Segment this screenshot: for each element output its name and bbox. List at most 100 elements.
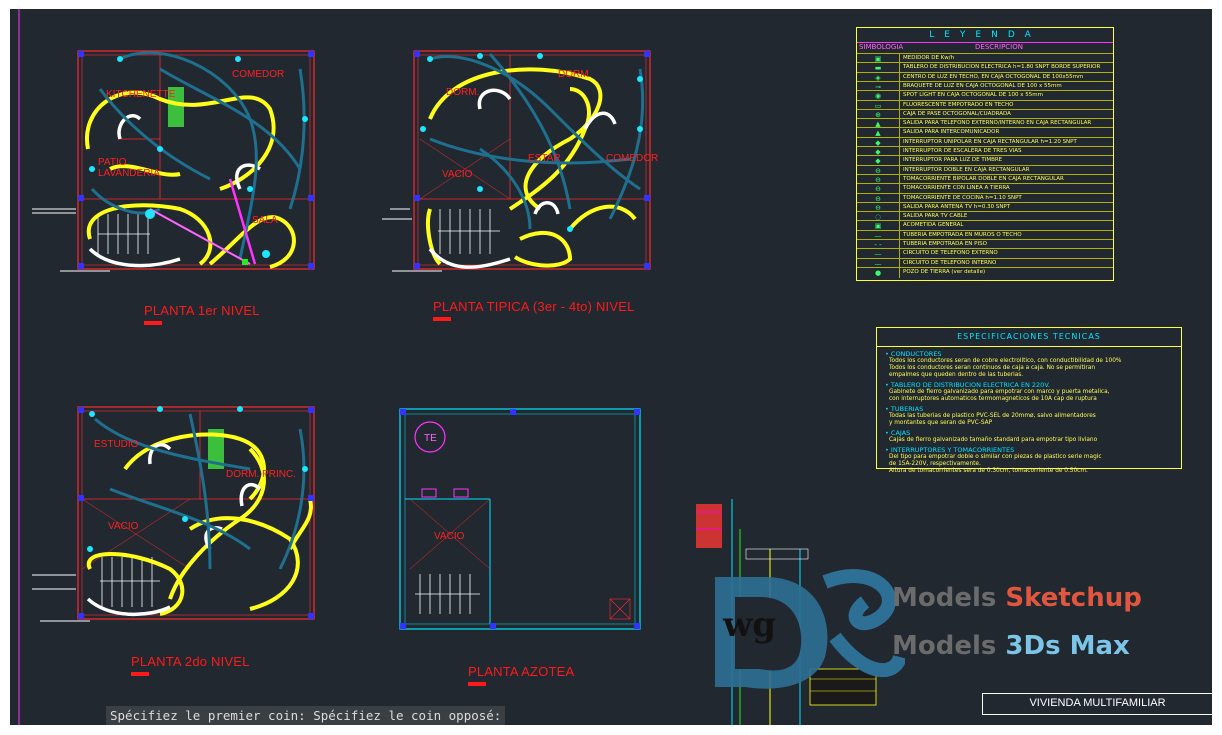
legend-row: ▲SALIDA PARA TELEFONO EXTERNO/INTERNO EN…	[857, 118, 1113, 130]
spec-text: Todos los conductores seran continuos de…	[889, 365, 1096, 371]
legend-symbol-icon: ⊖	[857, 174, 900, 185]
title-block: VIVIENDA MULTIFAMILIAR	[982, 693, 1212, 715]
spec-text: Altura de tomacorrientes sera de 0.30cm,…	[889, 468, 1088, 474]
spec-heading: • CONDUCTORES	[885, 350, 942, 358]
legend-col-symbol: SIMBOLOGIA	[859, 43, 904, 51]
legend-symbol-icon: ●	[857, 267, 900, 278]
riser-detail	[696, 499, 877, 725]
spec-text: de 15A-220V, respectivamente.	[889, 461, 981, 467]
legend-row: ⊖SALIDA PARA ANTENA TV h=0.30 SNPT	[857, 201, 1113, 213]
legend-symbol-icon: ▭	[857, 100, 900, 111]
legend-description: BRAQUETE DE LUZ EN CAJA OCTOGONAL DE 100…	[903, 82, 1062, 89]
legend-row: ▬TABLERO DE DISTRIBUCION ELECTRICA h=1.8…	[857, 62, 1113, 74]
legend-description: ACOMETIDA GENERAL	[903, 222, 964, 229]
watermark-logo-text: wg	[723, 605, 777, 645]
legend-row: ◆INTERRUPTOR DE ESCALERA DE TRES VIAS	[857, 146, 1113, 157]
command-line[interactable]: Spécifiez le premier coin: Spécifiez le …	[106, 706, 506, 725]
title-plan-typical: PLANTA TIPICA (3er - 4to) NIVEL	[433, 299, 635, 321]
room-label-comedor-typ: COMEDOR	[606, 153, 659, 164]
room-label-dorm-princ: DORM. PRINC.	[226, 469, 296, 480]
legend-symbol-icon: —	[857, 249, 900, 260]
plan-roof	[399, 408, 641, 630]
legend-column-headers: SIMBOLOGIA DESCRIPCION	[857, 42, 1113, 52]
legend-symbol-icon: ◉	[857, 91, 900, 102]
legend-row: ⊖TOMACORRIENTE DE COCINA h=1.10 SNPT	[857, 192, 1113, 204]
legend-symbol-icon: ◌	[857, 212, 900, 223]
legend-symbol-icon: —	[857, 230, 900, 241]
watermark-line-3dsmax: Models 3Ds Max	[892, 631, 1130, 661]
room-label-kitchenette: KITCHENETTE	[106, 89, 176, 100]
legend-description: CENTRO DE LUZ EN TECHO, EN CAJA OCTOGONA…	[903, 73, 1084, 80]
spec-text: Del tipo para empotrar doble o similar c…	[889, 454, 1102, 460]
room-label-sala: SALA	[252, 215, 278, 226]
watermark-line-sketchup: Models Sketchup	[892, 583, 1142, 613]
spec-text: con interruptores automaticos termomagne…	[889, 396, 1097, 402]
spec-heading: • INTERRUPTORES Y TOMACORRIENTES	[885, 446, 1015, 454]
room-label-vacio-2: VACIO	[108, 521, 139, 532]
spec-text: Todas las tuberias de plastico PVC-SEL d…	[889, 413, 1096, 419]
spec-heading: • TUBERIAS	[885, 405, 924, 413]
legend-row: —CIRCUITO DE TELEFONO INTERNO	[857, 257, 1113, 269]
legend-row: ◆INTERRUPTOR UNIPOLAR EN CAJA RECTANGULA…	[857, 136, 1113, 148]
legend-description: INTERRUPTOR UNIPOLAR EN CAJA RECTANGULAR…	[903, 138, 1077, 145]
legend-symbol-icon: ▲	[857, 128, 900, 139]
legend-row: —TUBERIA EMPOTRADA EN MUROS O TECHO	[857, 229, 1113, 241]
legend-description: CIRCUITO DE TELEFONO INTERNO	[903, 259, 997, 266]
title-plan-second-text: PLANTA 2do NIVEL	[131, 654, 250, 669]
title-underline	[468, 682, 486, 686]
room-label-comedor: COMEDOR	[232, 69, 285, 80]
legend-symbol-icon: ⊖	[857, 193, 900, 204]
title-plan-second: PLANTA 2do NIVEL	[131, 654, 250, 676]
title-plan-typical-text: PLANTA TIPICA (3er - 4to) NIVEL	[433, 299, 635, 314]
legend-symbol-icon: ⊖	[857, 184, 900, 195]
wm-3dsmax: 3Ds Max	[1005, 631, 1130, 661]
title-plan-first-text: PLANTA 1er NIVEL	[144, 303, 260, 318]
spec-text: Gabinete de fierro galvanizado para empo…	[889, 389, 1110, 395]
spec-text: Todos los conductores seran de cobre ele…	[889, 358, 1122, 364]
legend-description: TOMACORRIENTE CON LINEA A TIERRA	[903, 185, 1010, 192]
legend-description: CIRCUITO DE TELEFONO EXTERNO	[903, 250, 998, 257]
legend-description: INTERRUPTOR DE ESCALERA DE TRES VIAS	[903, 148, 1022, 154]
room-label-estar: ESTAR	[528, 153, 561, 164]
legend-description: SALIDA PARA INTERCOMUNICADOR	[903, 129, 1000, 136]
room-label-vacio-roof: VACIO	[434, 531, 465, 542]
legend-description: TOMACORRIENTE DE COCINA h=1.10 SNPT	[903, 194, 1022, 201]
legend-row: ◈CENTRO DE LUZ EN TECHO, EN CAJA OCTOGON…	[857, 71, 1113, 83]
legend-description: SALIDA PARA ANTENA TV h=0.30 SNPT	[903, 203, 1011, 210]
legend-header: LEYENDA	[857, 28, 1113, 43]
legend-symbol-icon: ▣	[857, 221, 900, 232]
title-plan-roof-text: PLANTA AZOTEA	[468, 664, 575, 679]
plan-second-floor	[32, 406, 315, 622]
plan-typical-floor	[382, 50, 651, 272]
title-underline	[433, 317, 451, 321]
legend-description: FLUORESCENTE EMPOTRADO EN TECHO	[903, 101, 1014, 108]
legend-description: TUBERIA EMPOTRADA EN PISO	[903, 241, 987, 247]
legend-row: ●POZO DE TIERRA (ver detalle)	[857, 266, 1113, 278]
legend-symbol-icon: ▲	[857, 119, 900, 130]
spec-text: empalmes que queden dentro de las tuberi…	[889, 372, 1024, 378]
title-underline	[144, 321, 162, 325]
legend-row: ▣MEDIDOR DE Kw/h	[857, 53, 1113, 64]
room-label-patio: PATIO LAVANDERIA	[98, 157, 160, 179]
legend-symbol-icon: ▬	[857, 63, 900, 74]
legend-row: - -TUBERIA EMPOTRADA EN PISO	[857, 239, 1113, 250]
legend-description: SALIDA PARA TV CABLE	[903, 213, 968, 220]
spec-text: Cajas de fierro galvanizado tamaño stand…	[889, 437, 1098, 443]
legend-symbol-icon: ◆	[857, 137, 900, 148]
legend-symbol-icon: ▣	[857, 54, 900, 64]
legend-symbol-icon: ◈	[857, 72, 900, 83]
spec-heading: • TABLERO DE DISTRIBUCION ELECTRICA EN 2…	[885, 381, 1050, 389]
spec-heading: • CAJAS	[885, 429, 911, 437]
room-label-te: TE	[424, 433, 437, 444]
room-label-dorm-b: DORM.	[558, 69, 592, 80]
legend-symbol-icon: ◆	[857, 156, 900, 167]
title-plan-roof: PLANTA AZOTEA	[468, 664, 574, 686]
room-label-dorm-a: DORM.	[446, 87, 480, 98]
legend-row: ⊕CAJA DE PASE OCTOGONAL/CUADRADA	[857, 108, 1113, 120]
legend-description: TUBERIA EMPOTRADA EN MUROS O TECHO	[903, 231, 1022, 238]
title-underline	[131, 672, 149, 676]
legend-description: SPOT LIGHT EN CAJA OCTOGONAL DE 100 x 55…	[903, 92, 1043, 99]
plan-first-floor	[32, 50, 315, 272]
drawing-canvas[interactable]: COMEDOR KITCHENETTE PATIO LAVANDERIA SAL…	[10, 9, 1212, 725]
